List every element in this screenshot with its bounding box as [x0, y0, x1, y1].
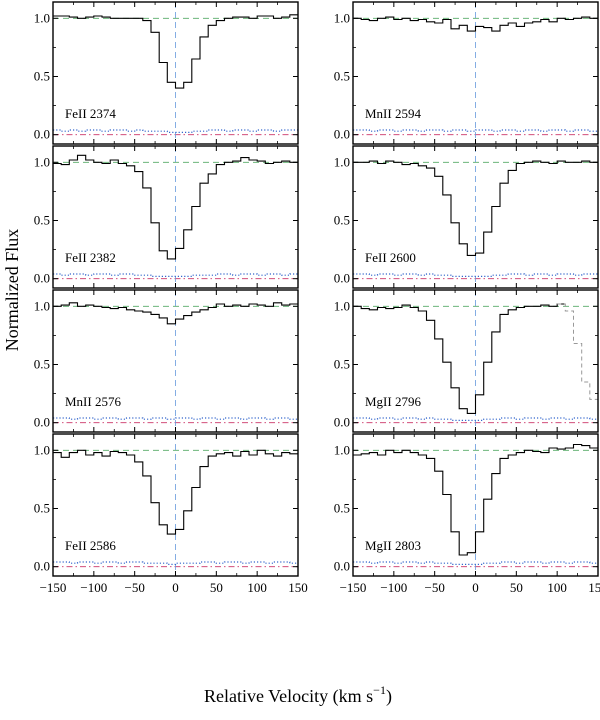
y-tick-label: 0.0: [34, 271, 50, 286]
x-tick-label: −150: [40, 580, 67, 595]
x-tick-label: −150: [340, 580, 367, 595]
panel-plot-area: [353, 2, 598, 144]
transition-label: MgII 2803: [365, 538, 421, 553]
transition-label: FeII 2586: [65, 538, 116, 553]
x-tick-label: 0: [472, 580, 479, 595]
panel-plot-area: [353, 290, 598, 432]
flux-spectrum: [353, 160, 598, 256]
x-tick-label: 150: [588, 580, 600, 595]
y-tick-label: 0.5: [334, 356, 350, 371]
error-spectrum: [53, 417, 298, 420]
flux-spectrum: [353, 16, 598, 32]
y-tick-label: 0.0: [34, 559, 50, 574]
blended-flux-spectrum: [557, 303, 598, 400]
transition-label: FeII 2374: [65, 106, 116, 121]
flux-spectrum: [353, 303, 566, 414]
y-tick-label: 1.0: [334, 154, 350, 169]
y-tick-label: 1.0: [34, 298, 50, 313]
transition-label: FeII 2382: [65, 250, 116, 265]
x-tick-label: 50: [210, 580, 223, 595]
y-tick-label: 0.0: [334, 271, 350, 286]
y-tick-label: 0.0: [334, 415, 350, 430]
x-axis-title-unit-exponent: −1: [373, 683, 386, 697]
y-tick-label: 0.0: [34, 127, 50, 142]
x-tick-label: −50: [424, 580, 444, 595]
flux-spectrum: [353, 443, 598, 556]
flux-spectrum: [53, 14, 298, 89]
panel-plot-area: [53, 434, 298, 576]
y-tick-label: 1.0: [334, 442, 350, 457]
panel-plot-area: [53, 146, 298, 288]
error-spectrum: [353, 417, 598, 421]
x-tick-label: −100: [380, 580, 407, 595]
y-tick-label: 0.5: [334, 68, 350, 83]
y-axis-title: Normalized Flux: [2, 229, 22, 351]
y-tick-label: 0.5: [34, 212, 50, 227]
flux-spectrum: [53, 302, 298, 325]
transition-label: FeII 2600: [365, 250, 416, 265]
x-tick-label: 150: [288, 580, 308, 595]
y-tick-label: 0.0: [334, 559, 350, 574]
error-spectrum: [53, 273, 298, 277]
error-spectrum: [353, 561, 598, 565]
y-tick-label: 0.5: [34, 500, 50, 515]
error-spectrum: [353, 129, 598, 132]
x-tick-label: 0: [172, 580, 179, 595]
transition-label: MnII 2594: [365, 106, 421, 121]
transition-label: MgII 2796: [365, 394, 421, 409]
transition-label: MnII 2576: [65, 394, 121, 409]
panel-plot-area: [353, 146, 598, 288]
x-axis-title-main: Relative Velocity (km s: [204, 686, 373, 707]
x-tick-label: −100: [80, 580, 107, 595]
y-tick-label: 1.0: [34, 10, 50, 25]
y-tick-label: 0.0: [334, 127, 350, 142]
y-tick-label: 1.0: [34, 154, 50, 169]
y-tick-label: 0.5: [334, 212, 350, 227]
y-tick-label: 1.0: [34, 442, 50, 457]
x-tick-label: 100: [547, 580, 567, 595]
flux-spectrum: [53, 154, 298, 260]
x-tick-label: −50: [124, 580, 144, 595]
x-tick-label: 100: [247, 580, 267, 595]
error-spectrum: [53, 129, 298, 133]
error-spectrum: [53, 561, 298, 565]
panel-plot-area: [353, 434, 598, 576]
y-tick-label: 0.5: [34, 356, 50, 371]
x-axis-title-close: ): [386, 686, 392, 707]
y-tick-label: 0.0: [34, 415, 50, 430]
y-tick-label: 0.5: [34, 68, 50, 83]
x-axis-title: Relative Velocity (km s−1): [204, 683, 392, 707]
panel-plot-area: [53, 2, 298, 144]
x-tick-label: 50: [510, 580, 523, 595]
y-tick-label: 1.0: [334, 298, 350, 313]
y-tick-label: 1.0: [334, 10, 350, 25]
y-tick-label: 0.5: [334, 500, 350, 515]
flux-spectrum: [53, 449, 298, 535]
panel-plot-area: [53, 290, 298, 432]
error-spectrum: [353, 273, 598, 277]
